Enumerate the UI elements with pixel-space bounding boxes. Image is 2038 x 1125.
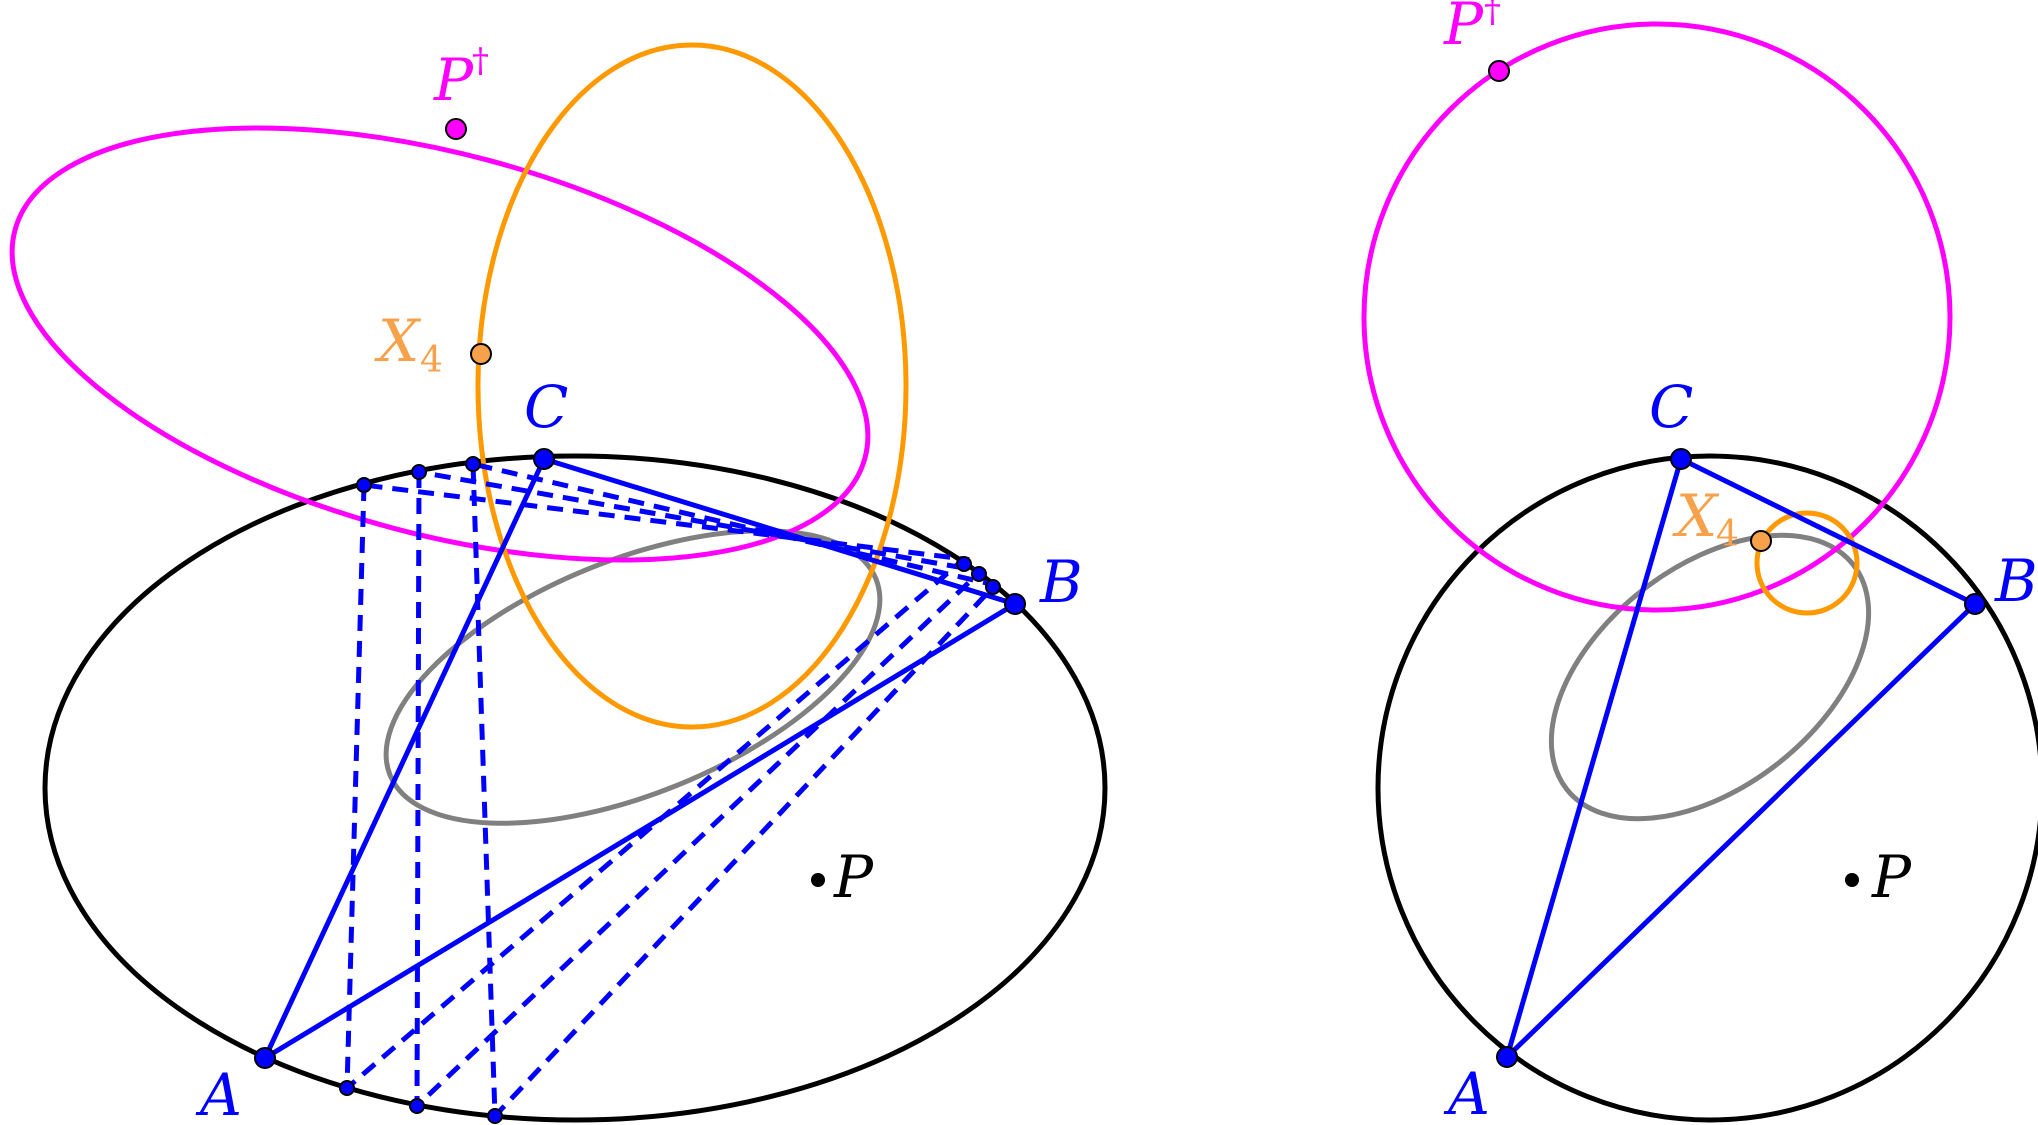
right-point-x4 — [1750, 530, 1772, 552]
p-dagger-base: P — [1443, 0, 1484, 58]
dashed-triangle-1 — [344, 482, 970, 1094]
right-label-p: P — [1871, 843, 1912, 911]
dashed-vertex-point — [985, 579, 1001, 595]
left-label-c: C — [524, 373, 568, 441]
right-label-x4: X 4 — [1672, 482, 1739, 555]
right-outer-circle — [1375, 453, 2038, 1123]
right-vertex-c-point — [1670, 448, 1692, 470]
left-dashed-poncelet-triangles — [344, 460, 1000, 1123]
left-label-p: P — [833, 843, 874, 911]
p-dagger-sup: † — [1484, 0, 1501, 31]
left-triangle-abc — [259, 455, 1022, 1065]
left-point-p-dagger — [445, 118, 467, 140]
right-panel: A B C P P † X 4 — [1361, 0, 2038, 1125]
x4-base: X — [374, 307, 422, 375]
right-magenta-circle — [1361, 21, 1953, 613]
left-point-x4 — [470, 343, 492, 365]
right-point-p-dagger — [1488, 60, 1510, 82]
x4-base: X — [1672, 482, 1720, 550]
left-main-vertices — [254, 448, 1026, 1069]
right-label-c: C — [1649, 373, 1693, 441]
left-label-p-dagger: P † — [433, 41, 489, 114]
left-label-b: B — [1039, 548, 1083, 616]
right-main-vertices — [1496, 448, 1986, 1068]
right-label-b: B — [1994, 547, 2038, 615]
dashed-vertex-point — [487, 1108, 503, 1124]
right-label-p-dagger: P † — [1443, 0, 1501, 58]
right-orange-circle — [1754, 510, 1860, 616]
left-panel: A B C P P † X 4 — [9, 41, 1108, 1125]
left-orange-ellipse — [475, 42, 909, 730]
left-vertex-b-point — [1004, 593, 1026, 615]
left-magenta-ellipse — [9, 125, 871, 563]
dashed-vertex-point — [339, 1080, 355, 1096]
left-point-p — [811, 873, 825, 887]
dashed-vertex-point — [465, 456, 481, 472]
left-label-a: A — [195, 1061, 242, 1125]
p-dagger-base: P — [433, 46, 474, 114]
right-triangle-abc — [1501, 455, 1980, 1066]
right-point-p — [1845, 873, 1859, 887]
left-inner-caustic-ellipse — [383, 528, 883, 826]
dashed-triangle-3 — [470, 460, 1000, 1123]
left-outer-ellipse — [42, 453, 1108, 1123]
dashed-vertex-point — [409, 1098, 425, 1114]
right-vertex-a-point — [1496, 1046, 1518, 1068]
dashed-vertex-point — [971, 566, 987, 582]
dashed-triangle-2 — [414, 469, 987, 1112]
dashed-vertex-point — [356, 477, 372, 493]
right-vertex-b-point — [1964, 593, 1986, 615]
left-label-x4: X 4 — [374, 307, 443, 381]
left-vertex-c-point — [533, 448, 555, 470]
dashed-vertex-point — [956, 556, 972, 572]
p-dagger-sup: † — [472, 41, 489, 81]
right-label-a: A — [1443, 1060, 1490, 1125]
x4-sub: 4 — [1716, 514, 1739, 555]
dashed-vertex-point — [411, 464, 427, 480]
left-vertex-a-point — [254, 1047, 276, 1069]
left-dashed-vertex-points — [339, 456, 1001, 1124]
x4-sub: 4 — [420, 340, 443, 381]
